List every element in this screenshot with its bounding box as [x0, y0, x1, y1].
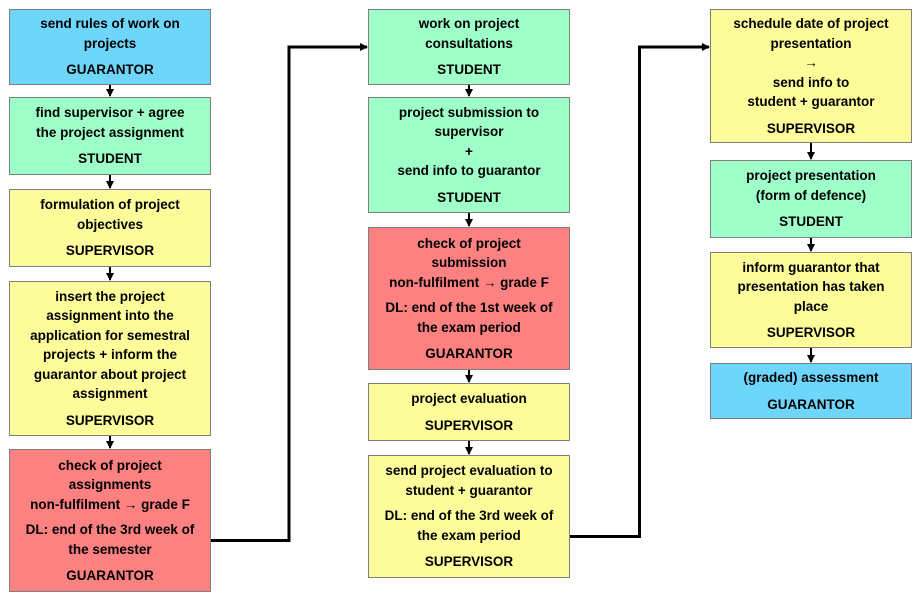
step-text-line: send project evaluation to — [385, 463, 553, 479]
step-text-line: student + guarantor — [747, 94, 875, 109]
flow-arrow-s10-to-s11 — [570, 43, 710, 538]
role-label: STUDENT — [437, 62, 501, 78]
step-text-line: non-fulfilment → grade F — [30, 496, 190, 512]
deadline-line: the semester — [68, 541, 152, 557]
role-label: SUPERVISOR — [766, 325, 856, 340]
step-text-line: schedule date of project — [733, 16, 889, 31]
step-box-s11: schedule date of project presentation → sen… — [710, 9, 912, 143]
role-label: STUDENT — [779, 214, 843, 230]
step-text: send rules of work on projects — [40, 14, 180, 53]
step-box-s2: find supervisor + agree the project assig… — [9, 97, 211, 175]
step-text-line: place — [793, 298, 829, 314]
deadline-line: DL: end of the 1st week of — [385, 300, 553, 315]
deadline-note: DL: end of the 1st week of the exam perio… — [385, 298, 552, 337]
deadline-line: the exam period — [417, 527, 521, 543]
step-box-s7: project submission to supervisor + send inf… — [368, 97, 570, 213]
step-text-line: consultations — [425, 35, 513, 51]
step-text: (graded) assessment — [743, 368, 878, 388]
step-text-line: student + guarantor — [405, 482, 533, 498]
step-text-line: assignments — [68, 477, 152, 492]
step-text: check of project assignments non-fulfilmen… — [30, 456, 190, 515]
role-label: STUDENT — [78, 151, 142, 167]
step-text: project presentation (form of defence) — [746, 166, 876, 205]
step-text-line: project submission to — [398, 104, 540, 120]
step-text: formulation of project objectives — [40, 195, 180, 234]
step-box-s5: check of project assignments non-fulfilmen… — [9, 449, 211, 592]
role-label: SUPERVISOR — [766, 120, 856, 136]
step-text-line: non-fulfilment → grade F — [389, 274, 549, 290]
step-text-line: the project assignment — [36, 124, 184, 140]
step-box-s12: project presentation (form of defence) STU… — [710, 160, 912, 238]
role-label: GUARANTOR — [425, 346, 513, 361]
role-label: STUDENT — [437, 189, 501, 205]
step-text-line: assignment — [72, 386, 148, 402]
step-text-line: insert the project — [55, 288, 165, 304]
step-text-line: project presentation — [746, 168, 876, 184]
step-text-line: send rules of work on — [40, 16, 180, 32]
step-text: check of project submission non-fulfilment… — [389, 234, 549, 293]
step-text: project evaluation — [411, 389, 527, 409]
step-text: inform guarantor that presentation has ta… — [737, 258, 884, 317]
step-text-line: guarantor about project — [33, 366, 187, 382]
deadline-line: DL: end of the 3rd week of — [25, 522, 195, 537]
step-text-line: (form of defence) — [755, 187, 867, 203]
deadline-line: the exam period — [417, 319, 521, 335]
step-text-line: + — [465, 143, 473, 159]
step-text-line: → — [804, 55, 818, 70]
role-label: SUPERVISOR — [65, 243, 155, 259]
step-box-s13: inform guarantor that presentation has ta… — [710, 252, 912, 348]
role-label: SUPERVISOR — [424, 417, 514, 433]
step-text-line: find supervisor + agree — [35, 105, 185, 121]
step-text-line: supervisor — [434, 124, 504, 140]
step-text: schedule date of project presentation → sen… — [733, 14, 888, 112]
step-text-line: check of project — [58, 457, 162, 473]
role-label: SUPERVISOR — [65, 412, 155, 428]
deadline-note: DL: end of the 3rd week of the exam perio… — [385, 506, 554, 545]
role-label: GUARANTOR — [66, 568, 154, 583]
step-text-line: projects + inform the — [43, 347, 177, 363]
step-box-s4: insert the project assignment into the app… — [9, 281, 211, 436]
step-text-line: assignment into the — [46, 308, 174, 324]
step-text-line: objectives — [76, 216, 144, 232]
step-text-line: presentation — [770, 35, 852, 51]
step-text: send project evaluation to student + guar… — [385, 461, 552, 500]
deadline-line: DL: end of the 3rd week of — [384, 508, 554, 524]
deadline-note: DL: end of the 3rd week of the semester — [26, 520, 195, 559]
step-text: insert the project assignment into the app… — [30, 287, 190, 404]
step-box-s8: check of project submission non-fulfilment… — [368, 227, 570, 370]
step-text: work on project consultations — [419, 14, 520, 53]
step-text-line: formulation of project — [40, 197, 180, 213]
step-text-line: presentation has taken — [737, 279, 885, 294]
step-text: project submission to supervisor + send inf… — [397, 103, 540, 181]
step-text: find supervisor + agree the project assig… — [36, 103, 185, 142]
step-text-line: submission — [431, 255, 507, 270]
step-text-line: application for semestral — [30, 327, 190, 343]
step-text-line: check of project — [417, 235, 521, 251]
role-label: GUARANTOR — [767, 396, 855, 412]
role-label: GUARANTOR — [66, 62, 154, 78]
step-text-line: (graded) assessment — [743, 370, 879, 385]
step-text-line: send info to guarantor — [397, 163, 541, 179]
role-label: SUPERVISOR — [424, 554, 514, 570]
step-text-line: projects — [83, 35, 137, 51]
step-box-s10: send project evaluation to student + guar… — [368, 455, 570, 578]
step-text-line: send info to — [772, 74, 850, 90]
flow-arrow-s5-to-s6 — [211, 43, 368, 542]
step-text-line: inform guarantor that — [742, 259, 880, 275]
step-text-line: work on project — [418, 16, 520, 32]
step-text-line: project evaluation — [411, 391, 527, 406]
